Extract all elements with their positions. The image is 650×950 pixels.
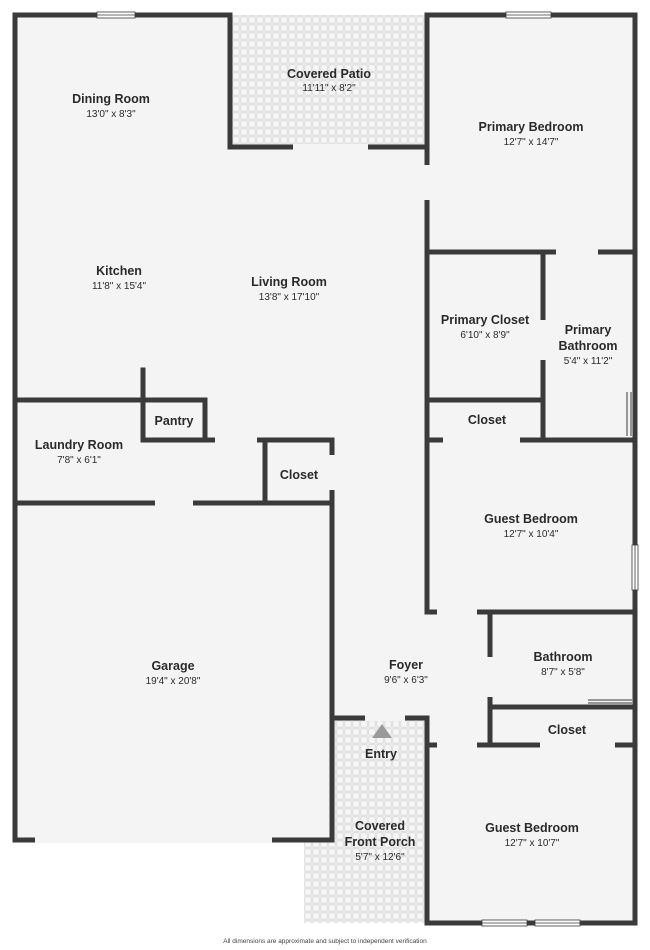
- entry-arrow-icon: [372, 724, 392, 738]
- bathroom-door: [487, 657, 493, 697]
- dining-room-label: Dining Room: [72, 92, 150, 106]
- closet-label: Closet: [280, 468, 319, 482]
- primary-closet-dim: 6'10" x 8'9": [460, 330, 510, 341]
- laundry-room-dim: 7'8" x 6'1": [57, 455, 101, 466]
- front-porch-label-2: Front Porch: [345, 835, 416, 849]
- covered-patio-dim: 11'11" x 8'2": [302, 83, 356, 94]
- primary-bathroom-dim: 5'4" x 11'2": [564, 356, 613, 367]
- covered-patio-floor: [230, 15, 427, 147]
- primary-bedroom-dim: 12'7" x 14'7": [504, 137, 559, 148]
- laundry-door: [215, 437, 257, 443]
- guest-bedroom-dim: 12'7" x 10'4": [504, 529, 559, 540]
- guest-bedroom-label: Guest Bedroom: [485, 821, 579, 835]
- kitchen-dim: 11'8" x 15'4": [92, 281, 147, 292]
- front-porch-floor: [304, 840, 334, 923]
- laundry-room-label: Laundry Room: [35, 438, 123, 452]
- guest-bedroom-door: [437, 742, 477, 748]
- entry-door: [365, 715, 405, 721]
- closet-door: [540, 742, 615, 748]
- dining-room-dim: 13'0" x 8'3": [86, 109, 136, 120]
- primary-bathroom-label-1: Primary: [565, 323, 612, 337]
- pantry-label: Pantry: [155, 414, 194, 428]
- guest-bedroom-dim: 12'7" x 10'7": [505, 838, 560, 849]
- floor-fill: [0, 15, 650, 950]
- patio-door: [293, 144, 368, 150]
- vent-detail: [588, 392, 632, 704]
- living-room-dim: 13'8" x 17'10": [259, 292, 320, 303]
- primary-bathroom-door: [556, 249, 598, 255]
- closet-label: Closet: [548, 723, 587, 737]
- primary-closet-label: Primary Closet: [441, 313, 530, 327]
- guest-bedroom-label: Guest Bedroom: [484, 512, 578, 526]
- front-porch-dim: 5'7" x 12'6": [355, 852, 405, 863]
- primary-bathroom-label-2: Bathroom: [558, 339, 617, 353]
- foyer-dim: 9'6" x 6'3": [384, 675, 428, 686]
- garage-label: Garage: [151, 659, 194, 673]
- kitchen-label: Kitchen: [96, 264, 142, 278]
- windows: [96, 11, 639, 927]
- bathroom-dim: 8'7" x 5'8": [541, 667, 585, 678]
- primary-bedroom-door: [424, 165, 430, 200]
- foyer-label: Foyer: [389, 658, 423, 672]
- entry-floor: [334, 718, 427, 923]
- closet-label: Closet: [468, 413, 507, 427]
- bathroom-label: Bathroom: [533, 650, 592, 664]
- disclaimer-text: All dimensions are approximate and subje…: [223, 938, 427, 945]
- primary-bedroom-label: Primary Bedroom: [479, 120, 584, 134]
- living-room-label: Living Room: [251, 275, 327, 289]
- guest-bedroom-door: [437, 609, 477, 615]
- garage-dim: 19'4" x 20'8": [146, 676, 201, 687]
- covered-patio-label: Covered Patio: [287, 67, 371, 81]
- closet-door: [443, 437, 520, 443]
- room-labels: Covered Patio 11'11" x 8'2" Dining Room …: [35, 67, 618, 863]
- closet-door: [329, 455, 335, 490]
- closet-door: [540, 320, 546, 360]
- entry-label: Entry: [365, 747, 397, 761]
- garage-door: [155, 500, 193, 506]
- front-porch-label-1: Covered: [355, 819, 405, 833]
- garage-door-opening: [35, 837, 272, 843]
- openings: [35, 144, 615, 843]
